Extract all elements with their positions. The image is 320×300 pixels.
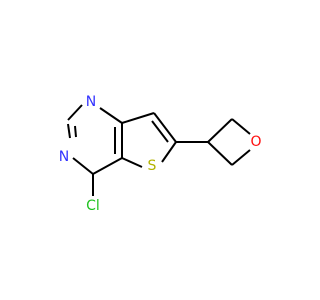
- bonds: [67, 104, 251, 196]
- nitrogen-1-label: N: [86, 94, 96, 110]
- atom-labels: N N S O Cl: [59, 94, 262, 214]
- molecule-structure: N N S O Cl: [59, 94, 262, 214]
- bond-c7a-n1: [99, 107, 123, 124]
- bond-n3-c4: [72, 157, 94, 175]
- oxygen-label: O: [250, 134, 261, 150]
- bond-c2-n3-double: [74, 125, 77, 138]
- sulfur-label: S: [148, 158, 157, 174]
- nitrogen-3-label: N: [59, 149, 69, 165]
- bond-c2-n3: [67, 123, 71, 139]
- bond-oxetane-top: [207, 118, 233, 143]
- bond-n1-c2: [67, 104, 83, 121]
- bond-oxetane-bottom: [207, 141, 233, 166]
- bond-oxetane-o-top: [231, 118, 251, 135]
- bond-s-c4a: [121, 157, 143, 168]
- chlorine-label: Cl: [86, 198, 100, 214]
- bond-c6-s: [161, 141, 177, 163]
- bond-oxetane-o-bottom: [231, 149, 251, 166]
- bond-c4-c4a: [92, 157, 123, 175]
- bond-c7-c6: [153, 112, 177, 143]
- bond-c7-c6-double: [151, 120, 169, 143]
- bond-c7a-c7: [121, 112, 155, 124]
